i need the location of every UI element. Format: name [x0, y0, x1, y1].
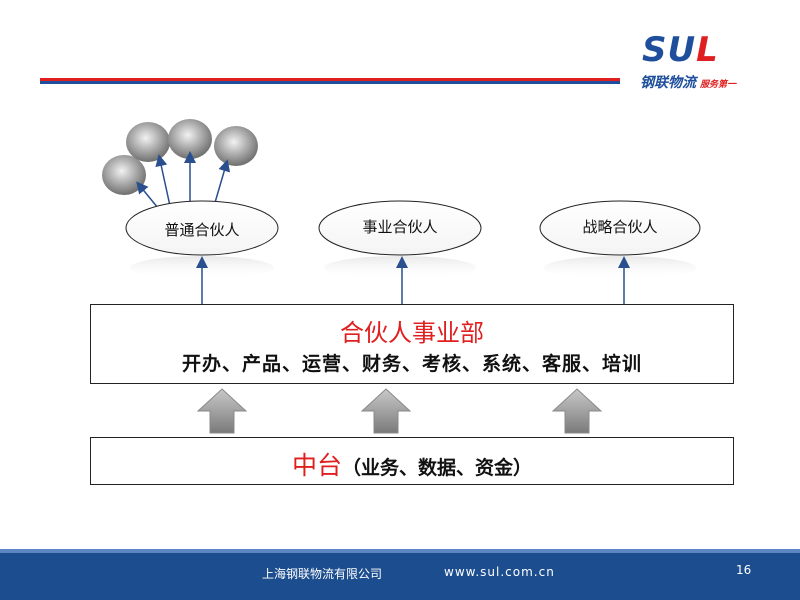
strategic-partner-label: 战略合伙人 [582, 218, 658, 236]
footer-company: 上海钢联物流有限公司 [262, 567, 383, 581]
sphere-icon [168, 119, 212, 159]
arrow-to-sphere [155, 154, 171, 207]
ellipse-general-partner [125, 200, 279, 256]
sphere-icon [214, 126, 258, 166]
general-partner-label: 普通合伙人 [164, 221, 240, 239]
sphere-icon [102, 155, 146, 195]
middle-platform-detail: （业务、数据、资金） [342, 457, 533, 479]
arrow-to-sphere [213, 159, 231, 207]
page-number: 16 [736, 563, 752, 577]
header-divider [40, 78, 620, 84]
logo-letters: SUL [642, 30, 719, 70]
footer-url: www.sul.com.cn [444, 565, 555, 579]
logo-name: 钢联物流 [640, 75, 696, 91]
partner-department-box: 合伙人事业部 开办、产品、运营、财务、考核、系统、客服、培训 [90, 304, 734, 384]
ellipse-strategic-partner [539, 200, 701, 256]
ellipse-business-partner [318, 200, 482, 256]
up-arrow-icon [551, 388, 603, 434]
up-arrow-icon [196, 388, 248, 434]
middle-platform-title: 中台 [291, 451, 342, 480]
business-partner-label: 事业合伙人 [362, 218, 438, 236]
sphere-icons [102, 119, 258, 195]
support-arrows [196, 388, 603, 434]
sphere-icon [126, 122, 170, 162]
company-logo: SUL 钢联物流服务第一 [622, 28, 772, 98]
middle-platform-box: 中台（业务、数据、资金） [90, 437, 734, 485]
logo-tag: 服务第一 [700, 80, 737, 90]
arrow-to-sphere [136, 181, 159, 209]
department-title: 合伙人事业部 [340, 319, 484, 347]
up-arrow-icon [360, 388, 412, 434]
footer-bar: 上海钢联物流有限公司 www.sul.com.cn 16 [0, 549, 800, 600]
department-functions: 开办、产品、运营、财务、考核、系统、客服、培训 [181, 353, 642, 375]
